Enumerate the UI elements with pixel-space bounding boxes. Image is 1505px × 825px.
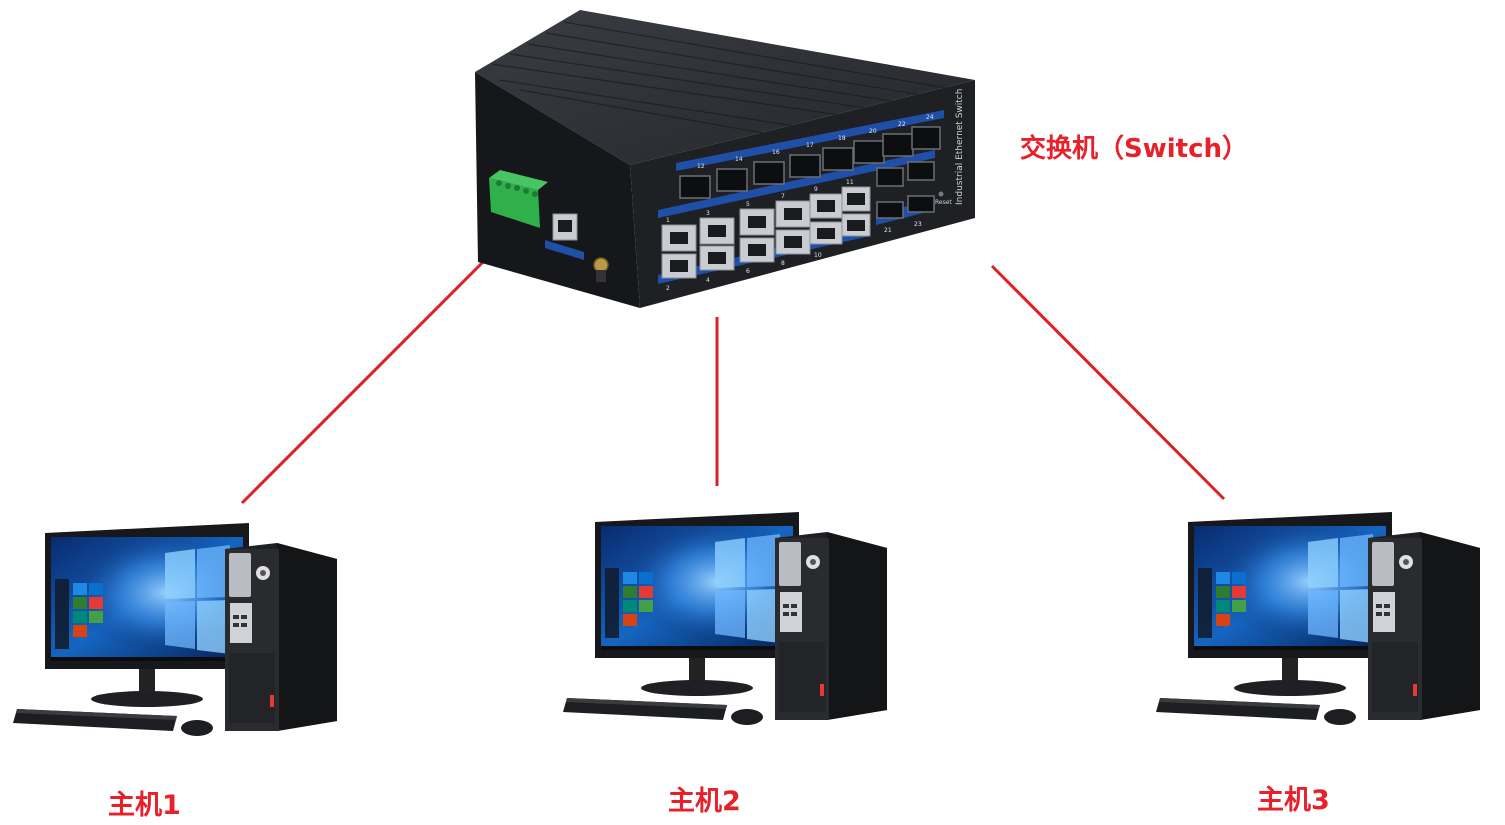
port-number-label: 23 — [914, 221, 922, 228]
host1-label: 主机1 — [108, 783, 181, 822]
port-number-label: 6 — [746, 268, 750, 275]
switch-side-text: Industrial Ethernet Switch — [955, 89, 965, 205]
port-number-label: 22 — [898, 121, 906, 128]
port-number-label: 14 — [735, 156, 743, 163]
port-number-label: 5 — [746, 201, 750, 208]
port-number-label: 20 — [869, 128, 877, 135]
port-number-label: 9 — [814, 186, 818, 193]
port-number-label: 2 — [666, 285, 670, 292]
desktop-computer-icon — [1156, 512, 1480, 725]
port-number-label: 10 — [814, 252, 822, 259]
switch-label: 交换机（Switch） — [1020, 128, 1248, 165]
port-number-label: 12 — [697, 163, 705, 170]
port-number-label: 16 — [772, 149, 780, 156]
port-number-label: 11 — [846, 179, 854, 186]
port-number-label: 7 — [781, 193, 785, 200]
port-number-label: 24 — [926, 114, 934, 121]
port-number-label: 17 — [806, 142, 814, 149]
link-line-host3 — [992, 266, 1224, 499]
host3-label: 主机3 — [1257, 778, 1330, 817]
host2-label: 主机2 — [668, 779, 741, 818]
port-number-label: 1 — [666, 217, 670, 224]
port-number-label: 21 — [884, 227, 892, 234]
link-line-host1 — [242, 254, 491, 503]
port-number-label: 3 — [706, 210, 710, 217]
port-number-label: 8 — [781, 260, 785, 267]
industrial-ethernet-switch-icon: Industrial Ethernet Switch Reset — [475, 10, 975, 308]
port-number-label: 4 — [706, 277, 710, 284]
switch-reset-text: Reset — [935, 199, 952, 206]
desktop-computer-icon — [563, 512, 887, 725]
desktop-computer-icon — [13, 523, 337, 736]
port-number-label: 18 — [838, 135, 846, 142]
